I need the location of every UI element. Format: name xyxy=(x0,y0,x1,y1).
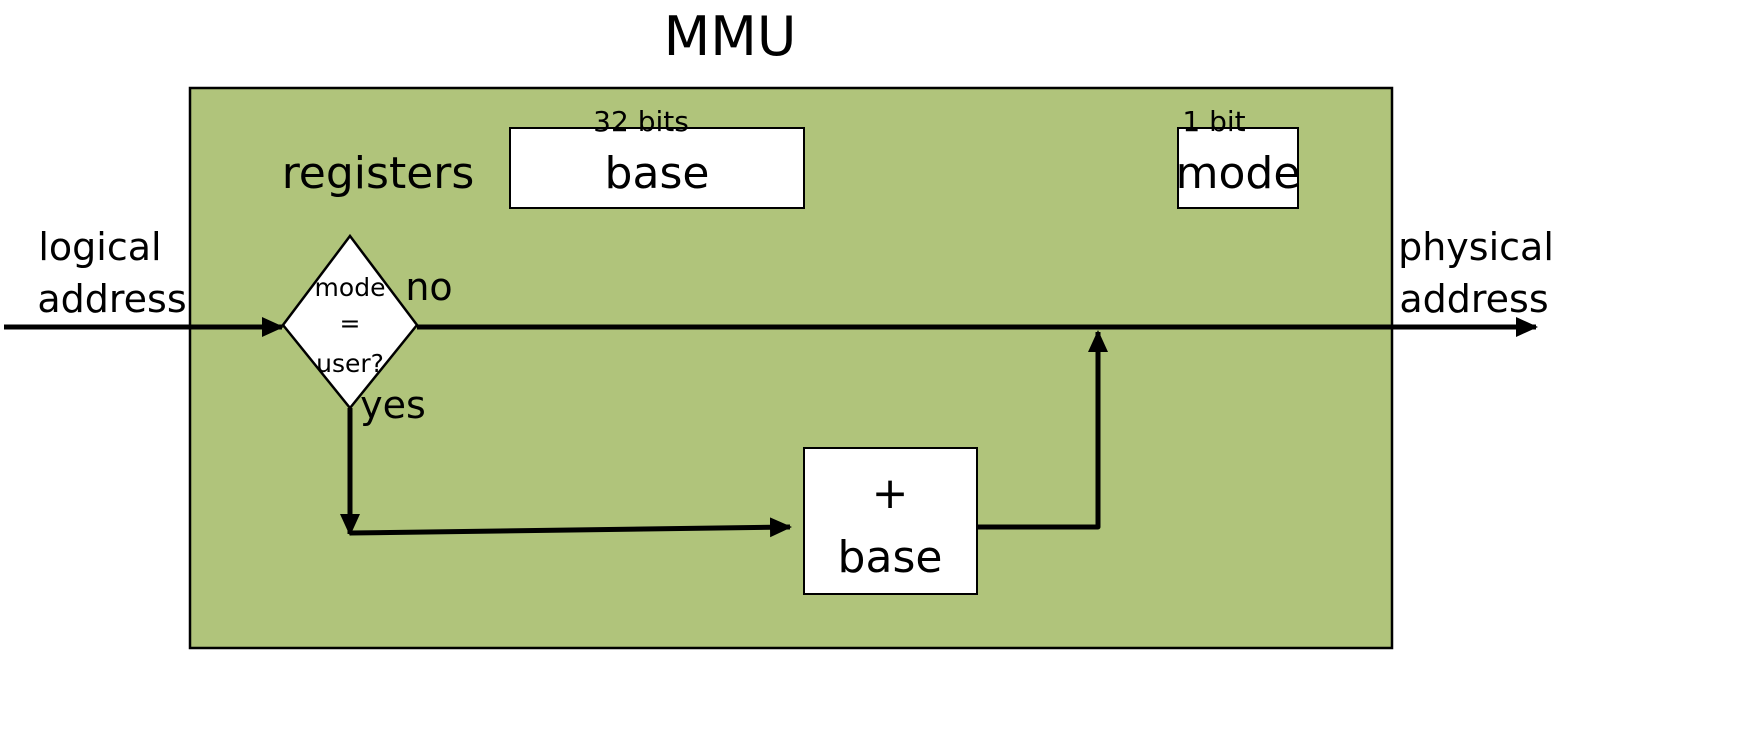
physical-address-line2: address xyxy=(1399,277,1548,321)
logical-address-line1: logical xyxy=(38,225,161,269)
mode-register xyxy=(1177,127,1299,209)
mode-register-label: mode xyxy=(1176,148,1301,199)
base-register xyxy=(509,127,805,209)
adder-box xyxy=(803,447,978,595)
no-label: no xyxy=(405,265,452,309)
adder-base: base xyxy=(838,532,943,583)
mode-register-width: 1 bit xyxy=(1182,105,1245,138)
base-register-width: 32 bits xyxy=(593,105,689,138)
registers-label: registers xyxy=(282,148,475,199)
mmu-title: MMU xyxy=(664,5,797,68)
physical-address-line1: physical xyxy=(1398,225,1554,269)
decision-line2: = xyxy=(340,309,361,338)
logical-address-line2: address xyxy=(37,277,186,321)
adder-plus: + xyxy=(872,468,909,519)
decision-line1: mode xyxy=(315,273,386,302)
yes-label: yes xyxy=(360,383,426,427)
adder-output-arrow xyxy=(977,330,1108,530)
decision-line3: user? xyxy=(316,349,384,378)
base-register-label: base xyxy=(605,148,710,199)
yes-path-to-adder-arrow xyxy=(349,517,792,538)
